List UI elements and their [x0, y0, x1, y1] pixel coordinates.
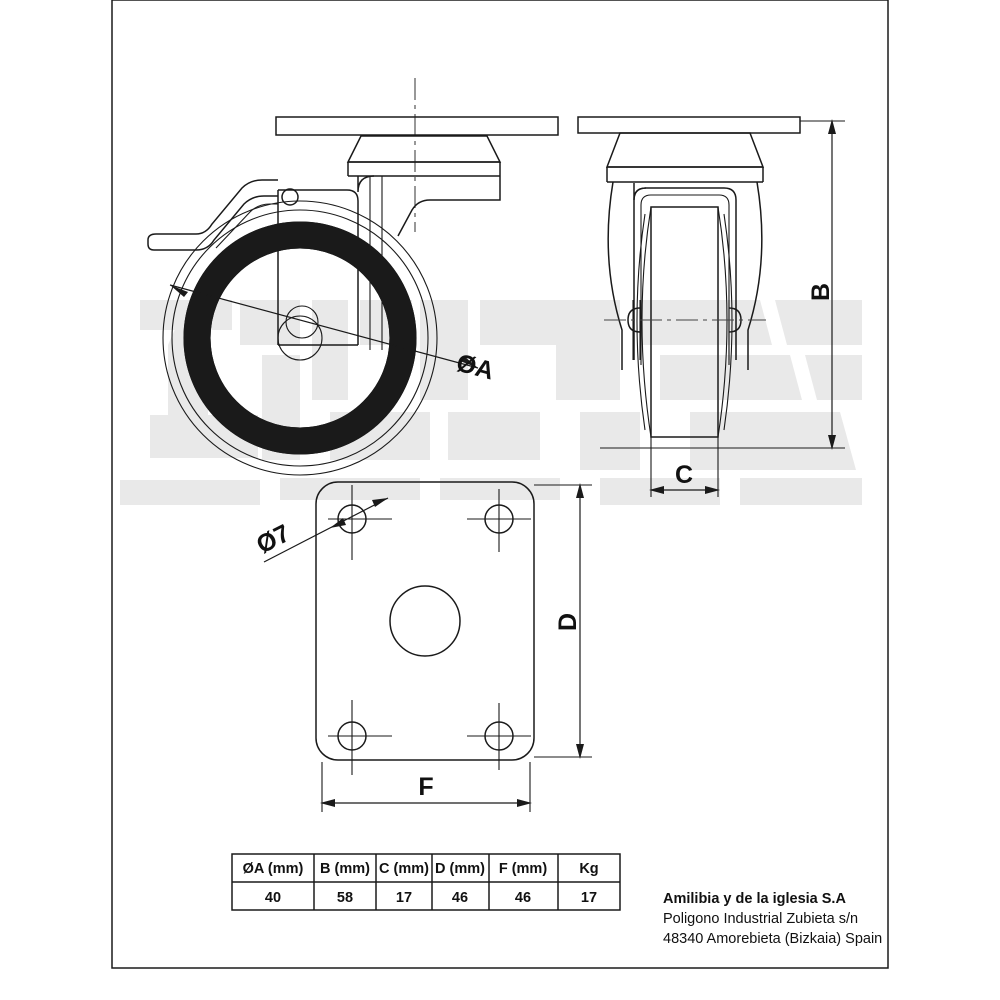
- company-name: Amilibia y de la iglesia S.A: [663, 891, 846, 907]
- page-border: [111, 0, 889, 969]
- spec-table-column-dividers: [313, 854, 559, 910]
- side-view: ØA: [147, 78, 559, 476]
- front-view-swivel-collar: [605, 132, 765, 168]
- wheel-hub-outer: [277, 315, 323, 361]
- dimension-f-label: F: [418, 773, 433, 801]
- spec-table-cell-0-0: 40: [265, 890, 281, 906]
- front-view-bracket-b: [640, 194, 730, 365]
- spec-table-cell-0-4: 46: [515, 890, 531, 906]
- wheel-hub-inner: [285, 305, 319, 339]
- side-view-swivel-collar: [346, 135, 502, 163]
- front-view: B C: [577, 116, 845, 497]
- spec-table-header-2: C (mm): [379, 861, 429, 877]
- dimension-b-label: B: [807, 283, 835, 301]
- spec-table-cell-0-2: 17: [396, 890, 412, 906]
- dimension-c: [649, 437, 720, 497]
- company-address-line1: Poligono Industrial Zubieta s/n: [663, 911, 858, 927]
- spec-table-header-3: D (mm): [435, 861, 485, 877]
- side-view-top-plate: [275, 116, 559, 136]
- diameter-7-leader: [263, 497, 389, 563]
- dimension-f: [320, 762, 532, 812]
- spec-table-header-4: F (mm): [499, 861, 548, 877]
- plate-center-bore: [389, 585, 461, 657]
- front-view-fork-left-outer: [607, 181, 623, 370]
- front-view-axle-left: [627, 307, 641, 333]
- company-block: Amilibia y de la iglesia S.A Poligono In…: [663, 891, 882, 947]
- spec-table: ØA (mm) B (mm) C (mm) D (mm) F (mm) Kg 4…: [231, 853, 621, 911]
- spec-table-header-0: ØA (mm): [243, 861, 304, 877]
- side-view-fork-fillet: [357, 175, 375, 193]
- diameter-a-dimension: [169, 284, 479, 369]
- front-view-wheel-silhouette-right: [717, 206, 728, 438]
- dimension-c-label: C: [675, 461, 693, 489]
- front-view-wheel-silhouette-left: [641, 206, 652, 438]
- side-view-fork-right: [397, 176, 501, 237]
- mounting-plate-outline: [315, 481, 535, 761]
- spec-table-cell-0-3: 46: [452, 890, 468, 906]
- plate-view: Ø7 D F: [252, 481, 592, 812]
- wheel-tread-band: [183, 221, 417, 455]
- dimension-d: [534, 483, 592, 759]
- company-address-line2: 48340 Amorebieta (Bizkaia) Spain: [663, 931, 882, 947]
- dimension-d-label: D: [554, 613, 582, 631]
- spec-table-header-5: Kg: [579, 861, 598, 877]
- side-view-fork-hole: [281, 188, 299, 206]
- front-view-fork-right-outer: [747, 181, 763, 370]
- brake-lever: [147, 179, 278, 251]
- spec-table-cell-0-1: 58: [337, 890, 353, 906]
- front-view-wheel-body: [650, 206, 719, 438]
- spec-table-header-1: B (mm): [320, 861, 370, 877]
- diameter-7-label: Ø7: [252, 519, 294, 559]
- wheel-outer-rim: [171, 209, 429, 467]
- wheel-outer-edge: [162, 200, 438, 476]
- dimension-b: [780, 119, 845, 450]
- bolt-hole-center-marks: [328, 485, 531, 775]
- front-view-top-plate: [577, 116, 801, 134]
- side-view-fork-left: [278, 189, 359, 345]
- spec-table-cell-0-5: 17: [581, 890, 597, 906]
